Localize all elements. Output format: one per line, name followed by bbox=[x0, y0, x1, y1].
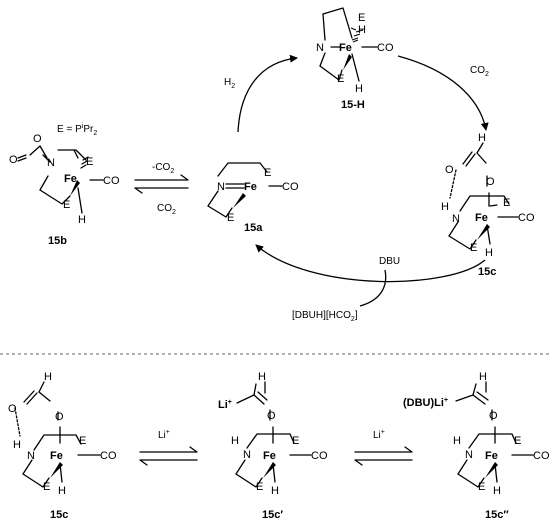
svg-text:E: E bbox=[264, 167, 271, 179]
svg-text:H: H bbox=[78, 214, 86, 226]
compound-label-15b: 15b bbox=[48, 235, 67, 247]
svg-text:Fe: Fe bbox=[485, 450, 498, 462]
svg-text:H: H bbox=[355, 83, 363, 95]
svg-text:O: O bbox=[267, 410, 276, 422]
svg-text:E: E bbox=[63, 199, 70, 211]
reagent-plus-co2: CO2 bbox=[157, 203, 176, 216]
svg-text:CO: CO bbox=[103, 175, 120, 187]
svg-text:H: H bbox=[478, 132, 486, 144]
compound-15b: O O N Fe CO E E H 15b bbox=[9, 133, 120, 247]
compound-15c-bottom: O H O H N Fe CO E E H 15c bbox=[8, 371, 117, 521]
svg-text:O: O bbox=[9, 154, 18, 166]
reagent-co2: CO2 bbox=[470, 65, 489, 78]
svg-text:CO: CO bbox=[100, 450, 117, 462]
svg-text:N: N bbox=[316, 42, 324, 54]
svg-text:CO: CO bbox=[518, 212, 535, 224]
svg-text:O: O bbox=[489, 410, 498, 422]
compound-15c-double-prime: (DBU)Li+ H O H N Fe CO E E H 15c′′ bbox=[403, 371, 550, 521]
compound-label-15c-bottom: 15c bbox=[50, 509, 68, 521]
svg-text:E: E bbox=[478, 481, 485, 493]
product-dbuh-formate: [DBUH][HCO2] bbox=[292, 310, 358, 323]
svg-text:H: H bbox=[13, 439, 21, 451]
equilibrium-15cprime-15cdprime: Li+ bbox=[354, 429, 413, 466]
svg-text:Fe: Fe bbox=[263, 450, 276, 462]
compound-label-15a: 15a bbox=[244, 222, 263, 234]
reagent-minus-co2: -CO2 bbox=[152, 162, 174, 175]
svg-text:Fe: Fe bbox=[244, 181, 257, 193]
compound-15c-prime: Li+ H O H N Fe CO E E H 15c′ bbox=[218, 371, 328, 521]
svg-text:Li+: Li+ bbox=[373, 429, 385, 441]
substituent-definition: E = PiPr2 bbox=[57, 123, 97, 137]
svg-text:O: O bbox=[486, 176, 495, 188]
svg-text:(DBU)Li+: (DBU)Li+ bbox=[403, 397, 448, 409]
svg-text:E: E bbox=[503, 197, 510, 209]
svg-text:N: N bbox=[452, 213, 460, 225]
svg-text:H: H bbox=[258, 371, 266, 383]
compound-label-15c-prime: 15c′ bbox=[262, 509, 283, 521]
svg-text:O: O bbox=[8, 403, 17, 415]
svg-text:N: N bbox=[465, 449, 473, 461]
compound-label-15c-double-prime: 15c′′ bbox=[485, 509, 509, 521]
equilibrium-15c-15cprime: Li+ bbox=[139, 429, 198, 466]
svg-text:H: H bbox=[271, 485, 279, 497]
compound-15a: N Fe CO E E 15a bbox=[207, 162, 299, 234]
svg-text:Fe: Fe bbox=[64, 173, 77, 185]
svg-text:CO: CO bbox=[377, 42, 394, 54]
svg-text:H: H bbox=[441, 201, 449, 213]
svg-text:Fe: Fe bbox=[50, 450, 63, 462]
svg-text:N: N bbox=[27, 450, 35, 462]
svg-text:H: H bbox=[453, 435, 461, 447]
svg-text:E: E bbox=[79, 435, 86, 447]
svg-text:H: H bbox=[479, 371, 487, 383]
svg-text:O: O bbox=[55, 411, 64, 423]
svg-text:H: H bbox=[493, 485, 501, 497]
svg-text:E: E bbox=[86, 156, 93, 168]
compound-15H: N Fe CO E H E H 15-H bbox=[316, 7, 394, 111]
equilibrium-15b-15a: -CO2 CO2 bbox=[134, 162, 189, 216]
reagent-dbu: DBU bbox=[379, 256, 400, 267]
svg-text:N: N bbox=[47, 157, 55, 169]
reagent-h2: H2 bbox=[224, 77, 235, 90]
svg-text:H: H bbox=[58, 485, 66, 497]
svg-text:H: H bbox=[44, 371, 52, 383]
compound-label-15H: 15-H bbox=[341, 99, 365, 111]
svg-text:E: E bbox=[256, 481, 263, 493]
svg-text:CO: CO bbox=[311, 450, 328, 462]
catalytic-cycle bbox=[237, 54, 489, 307]
compound-label-15c-cycle: 15c bbox=[478, 266, 496, 278]
svg-text:E = PiPr2: E = PiPr2 bbox=[57, 123, 97, 137]
svg-text:E: E bbox=[292, 435, 299, 447]
svg-text:Li+: Li+ bbox=[158, 429, 170, 441]
svg-text:CO: CO bbox=[533, 450, 550, 462]
svg-text:CO: CO bbox=[282, 181, 299, 193]
svg-text:E: E bbox=[358, 12, 365, 24]
compound-15c-cycle: O H O H N Fe CO E E H 15c bbox=[441, 132, 535, 278]
svg-text:E: E bbox=[514, 435, 521, 447]
svg-text:H: H bbox=[231, 435, 239, 447]
svg-text:E: E bbox=[43, 481, 50, 493]
svg-text:O: O bbox=[445, 164, 454, 176]
svg-text:H: H bbox=[485, 247, 493, 259]
svg-text:N: N bbox=[243, 449, 251, 461]
svg-text:E: E bbox=[470, 242, 477, 254]
svg-text:N: N bbox=[217, 181, 225, 193]
svg-text:H: H bbox=[358, 24, 366, 36]
svg-text:Fe: Fe bbox=[475, 212, 488, 224]
svg-text:Fe: Fe bbox=[339, 42, 352, 54]
svg-text:E: E bbox=[227, 212, 234, 224]
svg-text:E: E bbox=[337, 73, 344, 85]
svg-text:Li+: Li+ bbox=[218, 399, 232, 411]
svg-text:O: O bbox=[33, 133, 42, 145]
